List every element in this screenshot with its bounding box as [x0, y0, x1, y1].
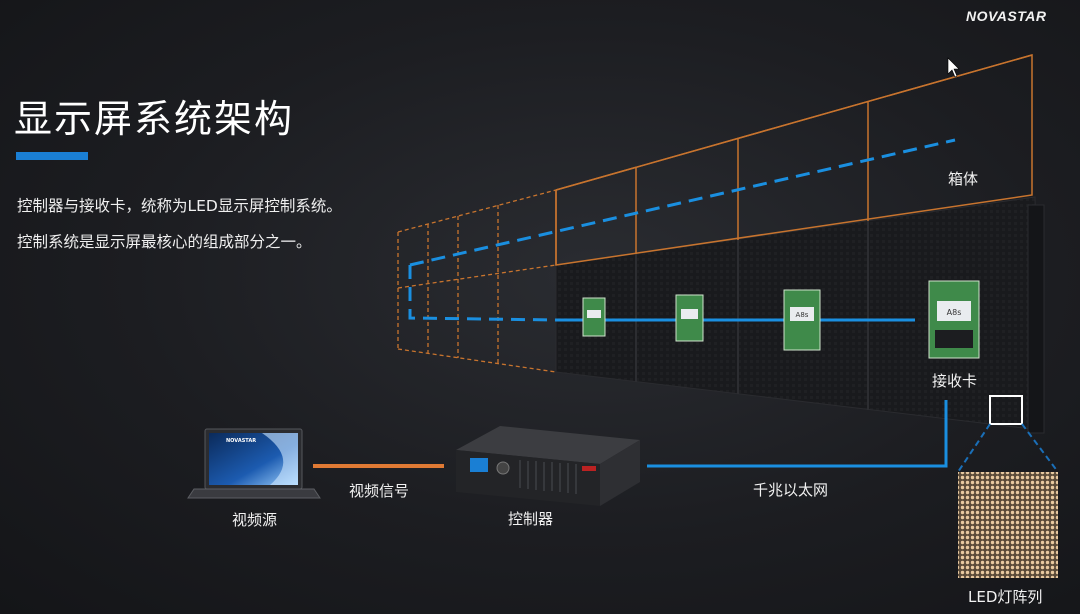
label-ethernet: 千兆以太网: [753, 481, 828, 499]
label-video-signal: 视频信号: [349, 482, 409, 500]
zoom-callout: [957, 395, 1059, 473]
label-led-array: LED灯阵列: [968, 588, 1042, 606]
description-line-1: 控制器与接收卡，统称为LED显示屏控制系统。: [17, 197, 342, 215]
cabinet-grid-dashed: [397, 189, 557, 373]
signal-path: [408, 138, 956, 468]
cabinet-frame: [555, 54, 1033, 266]
novastar-logo: NOVASTAR: [966, 8, 1047, 24]
label-video-source: 视频源: [232, 511, 277, 529]
label-cabinet: 箱体: [948, 170, 978, 188]
card-chip-label-large: A8s: [947, 308, 962, 317]
led-array-image: [958, 472, 1058, 578]
label-receiving-card: 接收卡: [932, 372, 977, 390]
page-title: 显示屏系统架构: [14, 97, 295, 141]
laptop-logo: NOVASTAR: [226, 438, 256, 444]
receiving-card-2: [675, 294, 704, 342]
card-chip-label: A8s: [796, 311, 809, 319]
mouse-cursor-icon: [947, 57, 960, 78]
receiving-card-1: [582, 297, 606, 337]
label-controller: 控制器: [508, 510, 553, 528]
receiving-card-3: A8s: [783, 289, 821, 351]
controller-device-icon: [456, 426, 640, 506]
title-accent-bar: [16, 152, 88, 160]
receiving-card-4: A8s: [928, 280, 980, 359]
laptop-icon: NOVASTAR: [187, 428, 321, 499]
description-line-2: 控制系统是显示屏最核心的组成部分之一。: [17, 233, 312, 251]
